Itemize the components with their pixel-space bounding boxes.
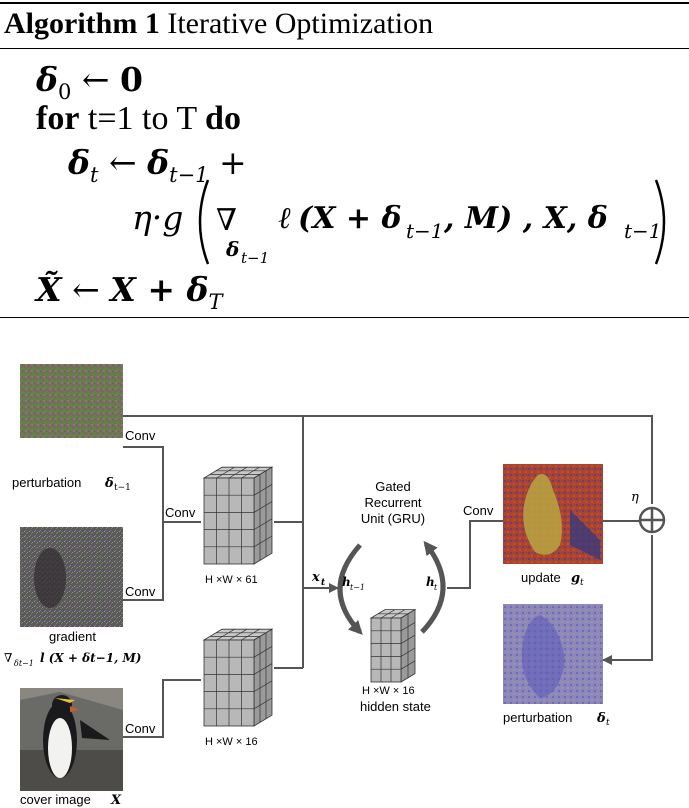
penguin-crest xyxy=(55,698,75,703)
gru-label-1: Gated xyxy=(375,479,410,494)
x-tilde: X̃ xyxy=(36,270,62,309)
loss-symbol: ℓ xyxy=(278,201,291,236)
assign-arrow: ← xyxy=(81,60,110,99)
bottom-rule xyxy=(0,317,689,318)
gru-input-arc xyxy=(337,543,363,635)
algorithm-header: Algorithm 1 Iterative Optimization xyxy=(4,6,433,42)
cover-image xyxy=(20,688,123,791)
update-symbol: g xyxy=(571,571,580,586)
eta-g: η·g xyxy=(132,198,184,237)
x-t-label: x xyxy=(311,570,320,585)
zero-vector: 0 xyxy=(120,60,144,99)
loop-range: t=1 to T xyxy=(87,100,197,137)
delta-subscript: T xyxy=(208,290,223,314)
hidden-state-tensor xyxy=(369,608,417,683)
conv-label-cover: Conv xyxy=(125,721,156,736)
eta-label: η xyxy=(631,490,639,505)
perturbation-input-image xyxy=(20,364,123,438)
tail-subscript: t−1 xyxy=(624,219,662,243)
top-rule xyxy=(0,2,689,4)
algorithm-title: Iterative Optimization xyxy=(167,7,434,40)
perturbation-output-image xyxy=(503,604,603,704)
nabla-subscript-index: t−1 xyxy=(241,249,269,267)
keyword-for: for xyxy=(36,100,80,137)
x-t-subscript: t xyxy=(321,578,326,588)
loss-args-subscript: t−1 xyxy=(406,219,444,243)
cover-image-caption: cover image xyxy=(20,792,91,807)
plus-sign: + xyxy=(219,143,247,182)
delta-symbol: δ xyxy=(147,143,170,182)
delta-symbol: δ xyxy=(36,60,59,99)
h-prev-subscript: t−1 xyxy=(350,583,365,592)
h-t-subscript: t xyxy=(434,583,438,592)
perturbation-input-caption: perturbation xyxy=(12,475,81,490)
alg-line-5: X̃ ← X + δT xyxy=(36,270,223,314)
gru-diagram: Conv Conv Conv Conv Conv H ×W × 61 H ×W … xyxy=(4,364,666,808)
big-right-paren xyxy=(654,179,666,265)
algorithm-label: Algorithm 1 xyxy=(4,7,160,40)
gru-label-3: Unit (GRU) xyxy=(361,511,425,526)
conv-label-update: Conv xyxy=(463,503,494,518)
delta-subscript: t−1 xyxy=(169,163,209,187)
connector-lines xyxy=(123,415,653,738)
hidden-tensor-label: H ×W × 16 xyxy=(362,685,415,697)
perturbation-output-symbol: δ xyxy=(596,711,606,726)
header-rule xyxy=(0,48,689,49)
penguin-beak xyxy=(70,706,80,712)
gru-output-arc xyxy=(420,540,446,634)
x-plus-delta: X + δ xyxy=(110,270,209,309)
delta-subscript: t xyxy=(90,163,99,187)
alg-line-2: for t=1 to T do xyxy=(36,100,241,138)
conv-label-merge: Conv xyxy=(165,505,196,520)
h-prev-label: h xyxy=(342,575,351,589)
update-subscript: t xyxy=(580,578,584,588)
update-image xyxy=(503,464,603,564)
nabla-symbol: ∇ xyxy=(216,203,237,238)
perturbation-input-symbol: δ xyxy=(104,476,114,491)
conv-label-gradient: Conv xyxy=(125,584,156,599)
cover-image-symbol: X xyxy=(110,793,122,808)
gru-label-2: Recurrent xyxy=(364,495,421,510)
assign-arrow: ← xyxy=(108,143,137,182)
penguin-flipper xyxy=(80,720,110,740)
loss-args-tail: , M) , X, δ xyxy=(443,201,608,236)
h-t-label: h xyxy=(426,575,435,589)
hidden-state-caption: hidden state xyxy=(360,699,431,714)
tensor-16-label: H ×W × 16 xyxy=(205,736,258,748)
perturbation-input-subscript: t−1 xyxy=(114,483,131,493)
big-left-paren xyxy=(198,179,210,265)
delta-subscript: 0 xyxy=(58,80,72,104)
loss-args: (X + δ xyxy=(298,201,402,236)
alg-line-3: δt ← δt−1 + xyxy=(68,143,247,187)
nabla-subscript: δ xyxy=(225,237,239,261)
conv-label-perturbation: Conv xyxy=(125,428,156,443)
gradient-penguin-shadow xyxy=(34,548,66,608)
gradient-formula-tail: l (X + δt−1, M) xyxy=(40,651,141,665)
gradient-caption: gradient xyxy=(49,629,96,644)
update-caption: update xyxy=(521,570,561,585)
tensor-61-channels xyxy=(202,466,274,565)
gradient-nabla-subscript: δt−1 xyxy=(14,659,34,668)
alg-line-1: δ0 ← 0 xyxy=(36,60,143,104)
perturbation-output-caption: perturbation xyxy=(503,710,572,725)
tensor-16-channels xyxy=(202,628,274,727)
assign-arrow: ← xyxy=(72,270,100,309)
tensor-61-label: H ×W × 61 xyxy=(205,574,258,586)
perturbation-output-subscript: t xyxy=(606,718,610,728)
penguin-belly xyxy=(48,718,72,778)
gradient-nabla: ∇ xyxy=(4,651,12,665)
alg-line-4-expression: ∇ δ t−1 ℓ (X + δ t−1 , M) , X, δ t−1 xyxy=(198,179,666,267)
keyword-do: do xyxy=(205,100,241,137)
alg-line-4: η·g xyxy=(132,198,183,237)
delta-symbol: δ xyxy=(68,143,91,182)
